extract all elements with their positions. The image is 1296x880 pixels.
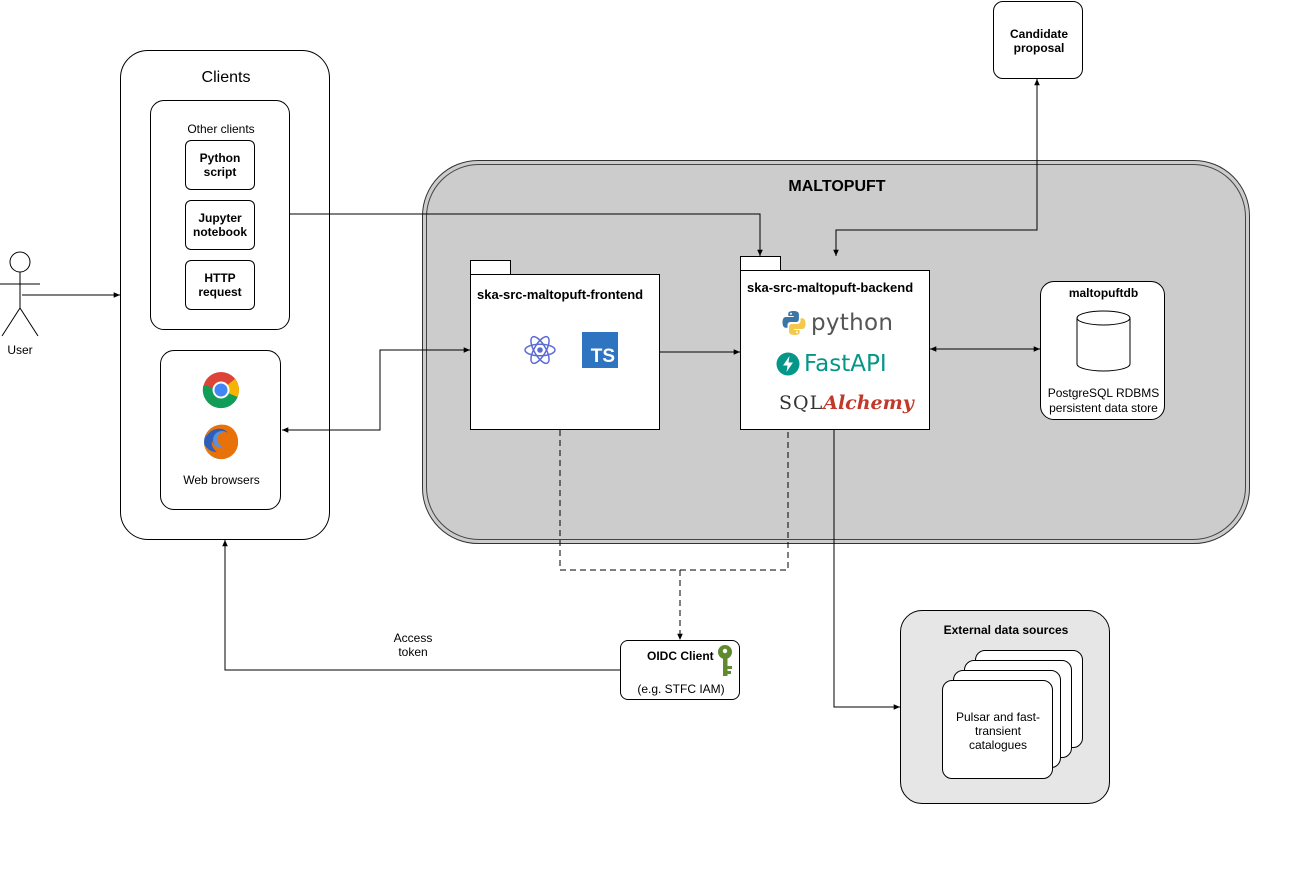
catalogue-stack-front: Pulsar and fast-transient catalogues xyxy=(942,680,1053,779)
fastapi-icon xyxy=(776,352,800,376)
oidc-dashed-connector xyxy=(559,430,789,640)
oidc-client-subtitle: (e.g. STFC IAM) xyxy=(637,682,725,696)
external-data-sources-title: External data sources xyxy=(943,623,1069,637)
access-token-label: Access token xyxy=(393,631,433,659)
chrome-icon xyxy=(202,372,239,409)
web-browsers-label: Web browsers xyxy=(183,473,260,487)
python-logo: python xyxy=(781,309,893,337)
clients-title: Clients xyxy=(201,69,251,86)
sqlalchemy-sql-label: SQL xyxy=(779,392,824,414)
backend-package: ska-src-maltopuft-backend python FastAPI… xyxy=(740,270,930,430)
maltopuftdb-title: maltopuftdb xyxy=(1068,286,1139,300)
maltopuftdb-box: maltopuftdb PostgreSQL RDBMS persistent … xyxy=(1040,281,1165,420)
fastapi-logo: FastAPI xyxy=(776,349,887,379)
python-script-item: Python script xyxy=(185,140,255,190)
http-request-item: HTTP request xyxy=(185,260,255,310)
maltopuftdb-desc-1: PostgreSQL RDBMS xyxy=(1047,386,1160,400)
typescript-icon: TS xyxy=(582,332,618,368)
other-clients-title: Other clients xyxy=(187,122,255,136)
oidc-client-title: OIDC Client xyxy=(647,649,714,663)
sqlalchemy-alchemy-label: Alchemy xyxy=(823,392,914,414)
oidc-client-box: OIDC Client (e.g. STFC IAM) xyxy=(620,640,740,700)
candidate-proposal-label: Candidate proposal xyxy=(1009,27,1068,55)
maltopuftdb-desc-2: persistent data store xyxy=(1049,401,1158,415)
jupyter-notebook-label: Jupyter notebook xyxy=(193,211,247,239)
react-icon xyxy=(524,335,556,365)
other-clients-to-backend-arrow xyxy=(290,213,763,256)
python-icon xyxy=(782,311,806,335)
browsers-frontend-arrow xyxy=(282,347,470,433)
typescript-badge-text: TS xyxy=(590,346,615,367)
fastapi-label: FastAPI xyxy=(804,351,887,377)
access-token-arrow xyxy=(222,540,620,671)
catalogue-label: Pulsar and fast-transient catalogues xyxy=(955,710,1041,752)
stick-figure-icon xyxy=(0,251,40,337)
http-request-label: HTTP request xyxy=(198,271,242,299)
jupyter-notebook-item: Jupyter notebook xyxy=(185,200,255,250)
firefox-icon xyxy=(204,424,239,460)
key-icon xyxy=(718,645,732,676)
backend-to-external-arrow xyxy=(833,430,900,710)
frontend-title: ska-src-maltopuft-frontend xyxy=(477,287,644,302)
python-label: python xyxy=(811,310,894,336)
database-cylinder-icon xyxy=(1076,310,1131,372)
python-script-label: Python script xyxy=(199,151,241,179)
backend-title: ska-src-maltopuft-backend xyxy=(747,280,914,295)
frontend-package: ska-src-maltopuft-frontend xyxy=(470,274,660,430)
user-label: User xyxy=(7,343,33,357)
candidate-proposal-box: Candidate proposal xyxy=(993,1,1083,79)
sqlalchemy-logo: SQL Alchemy xyxy=(779,391,914,415)
candidate-proposal-arrow xyxy=(833,79,1040,256)
